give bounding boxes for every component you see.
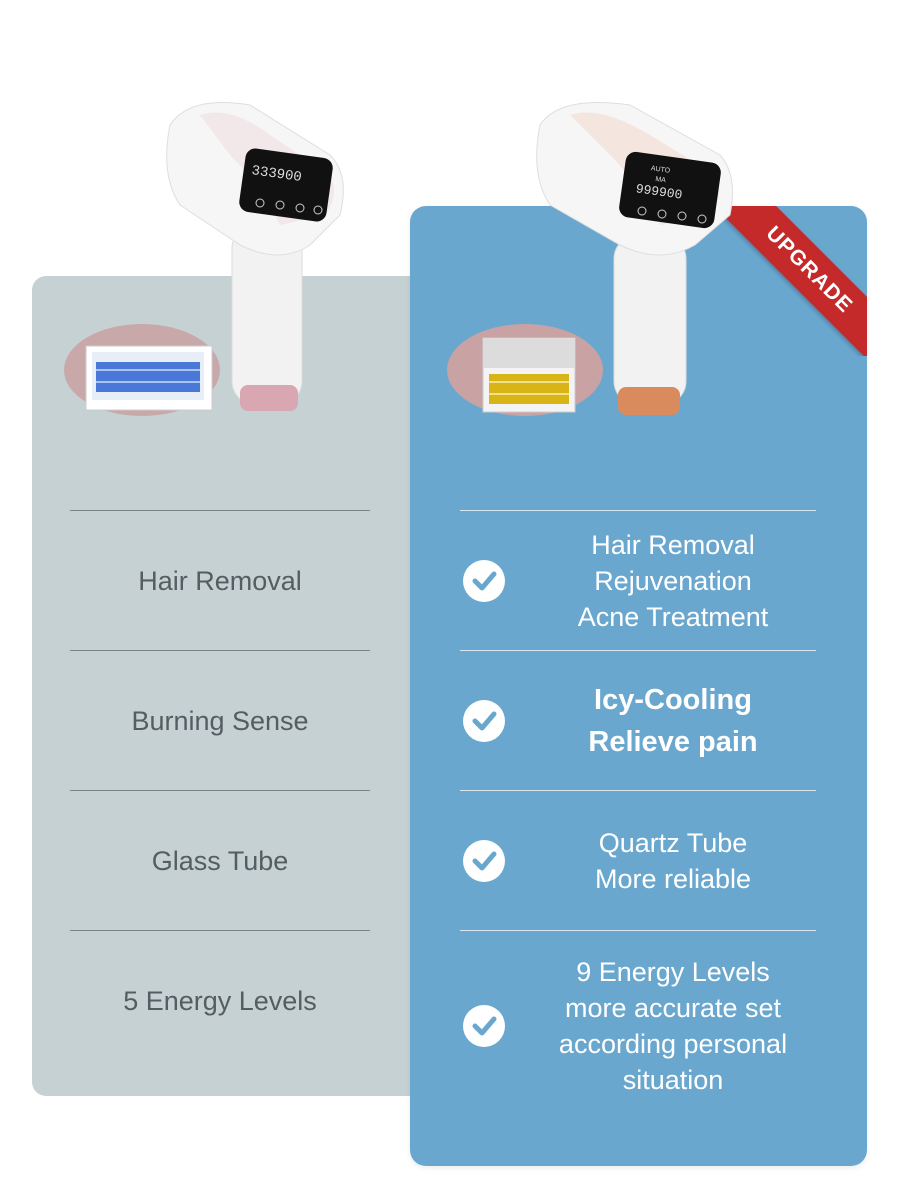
feature-text: Glass Tube — [70, 843, 370, 879]
right-device-display: 999900 — [635, 181, 683, 202]
feature-line: Icy-Cooling — [594, 683, 752, 716]
feature-line: more accurate set — [564, 992, 782, 1023]
feature-line: Acne Treatment — [577, 601, 769, 632]
feature-text: Hair Removal — [70, 563, 370, 599]
feature-text: 5 Energy Levels — [70, 983, 370, 1019]
feature-row: Hair Removal — [70, 510, 370, 650]
standard-model-panel — [32, 276, 427, 1096]
feature-line: More reliable — [594, 863, 752, 894]
feature-line: according personal — [558, 1028, 788, 1059]
quartz-tube-bulb-image — [447, 324, 603, 416]
feature-row: 9 Energy Levels more accurate set accord… — [460, 930, 816, 1120]
feature-row: 5 Energy Levels — [70, 930, 370, 1070]
feature-line: Quartz Tube — [598, 827, 748, 858]
feature-row: Quartz Tube More reliable — [460, 790, 816, 930]
glass-tube-bulb-image — [64, 324, 220, 416]
standard-feature-list: Hair Removal Burning Sense Glass Tube 5 … — [70, 510, 370, 1070]
feature-text: Icy-Cooling Relieve pain — [520, 679, 826, 763]
feature-text: 9 Energy Levels more accurate set accord… — [520, 954, 826, 1098]
feature-text: Quartz Tube More reliable — [520, 825, 826, 897]
check-icon — [463, 699, 505, 742]
feature-row: Burning Sense — [70, 650, 370, 790]
feature-line: Hair Removal — [591, 529, 755, 560]
feature-row: Icy-Cooling Relieve pain — [460, 650, 816, 790]
upgraded-ipl-device-image: AUTO MA 999900 — [536, 102, 733, 415]
upgraded-feature-list: Hair Removal Rejuvenation Acne Treatment… — [460, 510, 816, 1120]
manual-mode-label: MA — [655, 176, 667, 184]
check-icon — [463, 1004, 505, 1047]
feature-line: Glass Tube — [151, 845, 289, 876]
quartz-tube-lamp — [489, 374, 569, 404]
auto-mode-label: AUTO — [650, 165, 671, 175]
feature-text: Burning Sense — [70, 703, 370, 739]
feature-line: Burning Sense — [131, 705, 309, 736]
feature-line: situation — [622, 1064, 724, 1095]
feature-line: Rejuvenation — [594, 565, 752, 596]
feature-row: Hair Removal Rejuvenation Acne Treatment — [460, 510, 816, 650]
feature-line: Relieve pain — [588, 725, 758, 758]
device-base-trim — [240, 385, 298, 411]
check-icon — [463, 559, 505, 602]
standard-ipl-device-image: 333900 — [166, 102, 344, 411]
feature-line: 9 Energy Levels — [576, 956, 770, 987]
feature-text: Hair Removal Rejuvenation Acne Treatment — [520, 527, 826, 635]
left-device-display: 333900 — [250, 163, 302, 186]
feature-line: 5 Energy Levels — [123, 985, 317, 1016]
device-base-trim — [618, 387, 680, 415]
glass-tube-lamp — [96, 362, 200, 392]
feature-row: Glass Tube — [70, 790, 370, 930]
feature-line: Hair Removal — [138, 565, 302, 596]
check-icon — [463, 839, 505, 882]
